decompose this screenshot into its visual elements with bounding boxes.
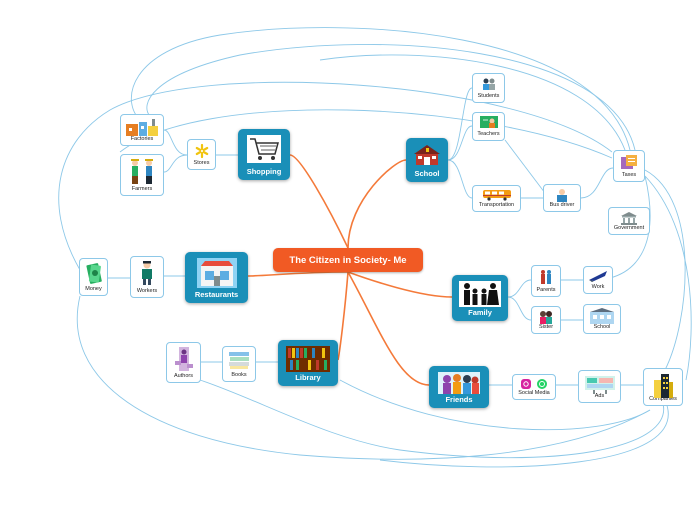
node-companies[interactable]: Companies <box>643 368 683 406</box>
friends-label: Friends <box>445 395 473 404</box>
money-icon <box>85 262 103 286</box>
books-label: Books <box>231 372 247 378</box>
node-ads[interactable]: Ads <box>578 370 621 403</box>
sister-icon <box>538 310 554 326</box>
authors-icon <box>173 346 195 374</box>
work-label: Work <box>591 284 605 290</box>
walmart-spark-icon <box>194 143 210 161</box>
node-work[interactable]: Work <box>583 266 613 294</box>
bus-driver-label: Bus driver <box>549 202 575 208</box>
family-icon <box>459 281 501 309</box>
node-parents[interactable]: Parents <box>531 265 561 297</box>
stores-label: Stores <box>193 160 210 166</box>
farmers-icon <box>125 158 159 188</box>
node-students[interactable]: Students <box>472 73 505 103</box>
node-taxes[interactable]: Taxes <box>613 150 645 182</box>
node-government[interactable]: Government <box>608 207 650 235</box>
school-icon <box>589 308 615 326</box>
node-sister[interactable]: Sister <box>531 306 561 334</box>
node-authors[interactable]: Authors <box>166 342 201 383</box>
government-label: Government <box>613 225 645 231</box>
transportation-label: Transportation <box>478 202 515 208</box>
parents-icon <box>539 269 553 287</box>
family-label: Family <box>468 308 492 317</box>
node-social-media[interactable]: Social Media <box>512 374 556 400</box>
restaurants-label: Restaurants <box>194 290 239 299</box>
factories-label: Factories <box>130 136 154 142</box>
node-factories[interactable]: Factories <box>120 114 164 146</box>
bookshelf-icon <box>286 346 330 374</box>
books-icon <box>227 350 251 372</box>
factory-icon <box>124 118 160 138</box>
students-label: Students <box>477 93 500 99</box>
parents-label: Parents <box>536 287 556 293</box>
worker-icon <box>138 260 156 288</box>
bus-driver-icon <box>554 188 570 204</box>
government-building-icon <box>620 211 638 227</box>
ads-billboard-icon <box>584 374 616 396</box>
school2-label: School <box>593 324 611 330</box>
node-friends[interactable]: Friends <box>429 366 489 408</box>
school-building-icon <box>414 144 440 168</box>
ads-label: Ads <box>594 393 605 399</box>
node-family[interactable]: Family <box>452 275 508 321</box>
taxes-label: Taxes <box>621 172 637 178</box>
companies-label: Companies <box>649 396 677 402</box>
central-topic[interactable]: The Citizen in Society- Me <box>273 248 423 272</box>
sister-label: Sister <box>538 324 554 330</box>
node-farmers[interactable]: Farmers <box>120 154 164 196</box>
friends-group-icon <box>438 372 480 396</box>
library-label: Library <box>295 373 321 382</box>
node-teachers[interactable]: Teachers <box>472 112 505 141</box>
social-media-label: Social Media <box>518 390 550 396</box>
shopping-cart-icon <box>247 135 281 165</box>
students-icon <box>481 77 497 93</box>
school-bus-icon <box>482 189 512 203</box>
node-bus-driver[interactable]: Bus driver <box>543 184 581 212</box>
authors-label: Authors <box>174 373 193 379</box>
node-school-sister[interactable]: School <box>583 304 621 334</box>
central-topic-label: The Citizen in Society- Me <box>289 254 407 266</box>
workers-label: Workers <box>136 288 158 294</box>
node-books[interactable]: Books <box>222 346 256 382</box>
teacher-icon <box>479 116 498 132</box>
node-restaurants[interactable]: Restaurants <box>185 252 248 303</box>
school-label: School <box>414 169 440 178</box>
node-shopping[interactable]: Shopping <box>238 129 290 180</box>
work-icon <box>588 270 608 284</box>
node-library[interactable]: Library <box>278 340 338 386</box>
node-stores[interactable]: Stores <box>187 139 216 170</box>
social-media-icons <box>519 378 549 392</box>
node-transportation[interactable]: Transportation <box>472 185 521 212</box>
companies-building-icon <box>652 372 674 400</box>
node-school[interactable]: School <box>406 138 448 182</box>
money-label: Money <box>85 286 102 292</box>
shopping-label: Shopping <box>246 167 282 176</box>
teachers-label: Teachers <box>477 131 500 137</box>
taxes-icon <box>620 154 638 172</box>
node-workers[interactable]: Workers <box>130 256 164 298</box>
farmers-label: Farmers <box>131 186 153 192</box>
restaurant-icon <box>196 258 237 290</box>
node-money[interactable]: Money <box>79 258 108 296</box>
